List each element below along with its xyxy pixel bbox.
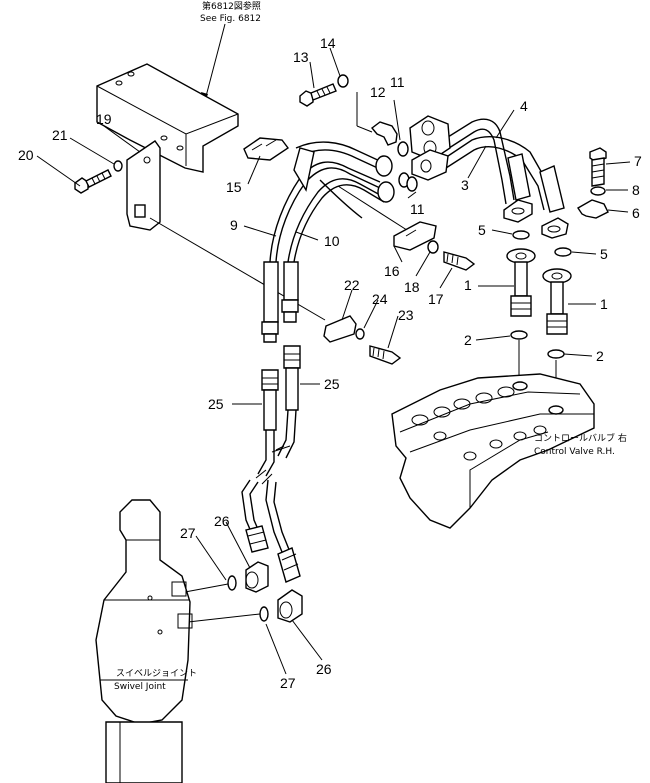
- callout-10: 10: [324, 233, 340, 249]
- o-ring-11-top: [397, 141, 409, 157]
- bolt-13: [299, 83, 337, 107]
- pipes-3-4: [439, 118, 565, 213]
- bracket-16-leader: [337, 185, 411, 233]
- callout-8: 8: [632, 182, 640, 198]
- elbow-26-bottom: [277, 589, 303, 623]
- o-ring-5-right: [554, 247, 572, 257]
- callout-5-right: 5: [600, 246, 608, 262]
- hose-end-9: [261, 261, 279, 343]
- hose-lower-fitting-left: [245, 525, 269, 553]
- bolt-23: [369, 345, 402, 365]
- control-valve-label-jp: コントロールバルブ 右: [534, 432, 627, 444]
- callout-24: 24: [372, 291, 388, 307]
- hose-25-right: [265, 345, 301, 553]
- bolt-7: [589, 147, 607, 187]
- swivel-joint: [95, 499, 193, 783]
- callout-9: 9: [230, 217, 238, 233]
- top-ref-en: See Fig. 6812: [200, 14, 261, 24]
- callout-15: 15: [226, 179, 242, 195]
- callout-4: 4: [520, 98, 528, 114]
- o-ring-11-mid: [406, 176, 418, 192]
- o-ring-2-right: [547, 349, 565, 359]
- callout-1-left: 1: [464, 277, 472, 293]
- clamp-12: [370, 121, 398, 146]
- elbow-fitting-1-left: [506, 248, 536, 317]
- callout-3: 3: [461, 177, 469, 193]
- tube-flange-fittings: [375, 155, 410, 203]
- pipe-flange-mid: [411, 149, 449, 181]
- callout-26-top: 26: [214, 513, 230, 529]
- pipe-flange-bottom-right: [541, 217, 569, 239]
- callout-17: 17: [428, 291, 444, 307]
- o-ring-27-bottom: [259, 606, 269, 622]
- callout-numbers: 13 14 12 11 4 19 21 20 7 15 3 8 11 6 9 5…: [18, 35, 642, 691]
- hose-end-10: [281, 261, 299, 323]
- callout-6: 6: [632, 205, 640, 221]
- callout-2-right: 2: [596, 348, 604, 364]
- callout-22: 22: [344, 277, 360, 293]
- washer-24: [355, 328, 365, 340]
- callout-27-bottom: 27: [280, 675, 296, 691]
- callout-11-top: 11: [390, 74, 405, 90]
- callout-14: 14: [320, 35, 336, 51]
- callout-23: 23: [398, 307, 414, 323]
- frame-bracket: [96, 63, 239, 173]
- clamp-15: [243, 137, 290, 161]
- control-valve-rh: [391, 373, 595, 529]
- callout-19: 19: [96, 111, 112, 127]
- top-ref-jp: 第6812図参照: [202, 0, 261, 12]
- callout-1-right: 1: [600, 296, 608, 312]
- clamp-6: [577, 199, 609, 219]
- callout-leaders: [36, 47, 631, 675]
- callout-27-top: 27: [180, 525, 196, 541]
- swivel-joint-label-jp: スイベルジョイント: [116, 669, 197, 679]
- swivel-joint-label-en: Swivel Joint: [114, 682, 166, 692]
- o-ring-5-left: [512, 230, 530, 240]
- bolt-20: [74, 169, 112, 194]
- callout-13: 13: [293, 49, 309, 65]
- washer-18: [427, 240, 439, 254]
- control-valve-label-en: Control Valve R.H.: [534, 447, 615, 457]
- callout-5-left: 5: [478, 222, 486, 238]
- callout-21: 21: [52, 127, 68, 143]
- o-ring-2-left: [510, 330, 528, 340]
- pipe-flange-bottom-left: [503, 199, 533, 223]
- washer-21: [113, 160, 123, 172]
- callout-12: 12: [370, 84, 386, 100]
- clip-22: [323, 315, 357, 343]
- o-ring-27-top: [227, 575, 237, 591]
- plate-19: [126, 140, 161, 231]
- pipe-flange-top: [409, 115, 451, 161]
- callout-16: 16: [384, 263, 400, 279]
- hose-25-left: [241, 369, 279, 535]
- callout-26-bottom: 26: [316, 661, 332, 677]
- callout-2-left: 2: [464, 332, 472, 348]
- callout-25-left: 25: [208, 396, 224, 412]
- callout-11-mid: 11: [410, 201, 425, 217]
- bolt-17: [443, 251, 476, 271]
- callout-25-right: 25: [324, 376, 340, 392]
- washer-8: [590, 186, 606, 196]
- callout-18: 18: [404, 279, 420, 295]
- elbow-fitting-1-right: [542, 268, 572, 335]
- callout-20: 20: [18, 147, 34, 163]
- hose-lower-fitting-right: [277, 547, 301, 583]
- elbow-26-top: [245, 561, 269, 593]
- washer-14: [337, 74, 349, 88]
- callout-7: 7: [634, 153, 642, 169]
- top-ref-leader: [203, 23, 226, 105]
